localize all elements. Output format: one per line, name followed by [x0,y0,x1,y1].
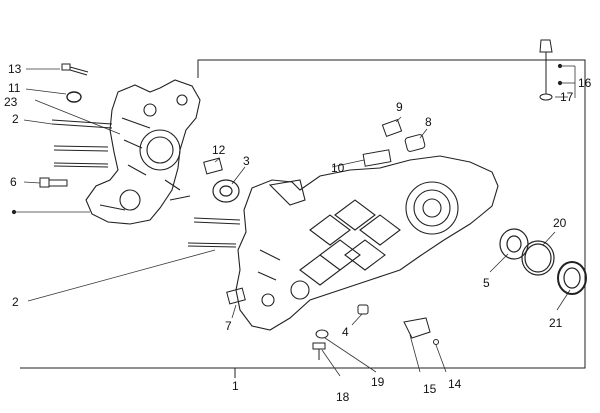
callout-1: 1 [232,379,239,393]
dowel-part-10 [362,149,392,167]
bearing-part-5 [499,228,529,260]
bearing-part-3 [212,179,240,203]
callout-21: 21 [549,316,563,330]
callout-10: 10 [331,161,345,175]
right-crankcase-half [235,155,499,331]
dowel-part-9 [381,118,403,138]
dowel-part-12 [203,157,223,175]
bolt-part-13 [61,63,89,76]
dot-marker-16a [557,63,563,69]
assembly-frame [20,59,586,369]
callout-6: 6 [10,175,17,189]
callout-2-upper: 2 [12,112,19,126]
bushing-part-8 [404,134,426,152]
bolt-part-6 [39,177,68,188]
washer-part-19 [315,329,329,339]
leader-lines [14,65,576,377]
callout-5: 5 [483,276,490,290]
left-crankcase-half [85,79,201,225]
seal-part-11 [66,91,82,103]
callout-19: 19 [371,375,385,389]
studs-part-2-lower [187,217,241,248]
callout-9: 9 [396,100,403,114]
callout-4: 4 [342,325,349,339]
callout-13: 13 [8,62,22,76]
callout-7: 7 [225,319,232,333]
dowel-part-7 [226,287,246,305]
callout-12: 12 [212,143,226,157]
callout-23: 23 [4,95,18,109]
callout-18: 18 [336,390,350,404]
circlip-part-20 [521,240,555,276]
callout-2-lower: 2 [12,295,19,309]
bracket-part-15 [403,317,431,339]
callout-3: 3 [243,154,250,168]
dot-marker-left [11,209,17,215]
screw-part-14 [433,339,439,345]
callout-16: 16 [578,76,592,90]
dipstick-part-16 [539,39,553,101]
dot-marker-16b [557,80,563,86]
seal-part-21 [557,261,587,295]
plug-part-18 [312,342,326,360]
studs-part-2-upper [51,119,113,168]
callout-15: 15 [423,382,437,396]
callout-20: 20 [553,216,567,230]
callout-17: 17 [560,90,574,104]
callout-8: 8 [425,115,432,129]
callout-14: 14 [448,377,462,391]
dowel-part-4 [357,304,369,315]
callout-11: 11 [8,81,21,95]
